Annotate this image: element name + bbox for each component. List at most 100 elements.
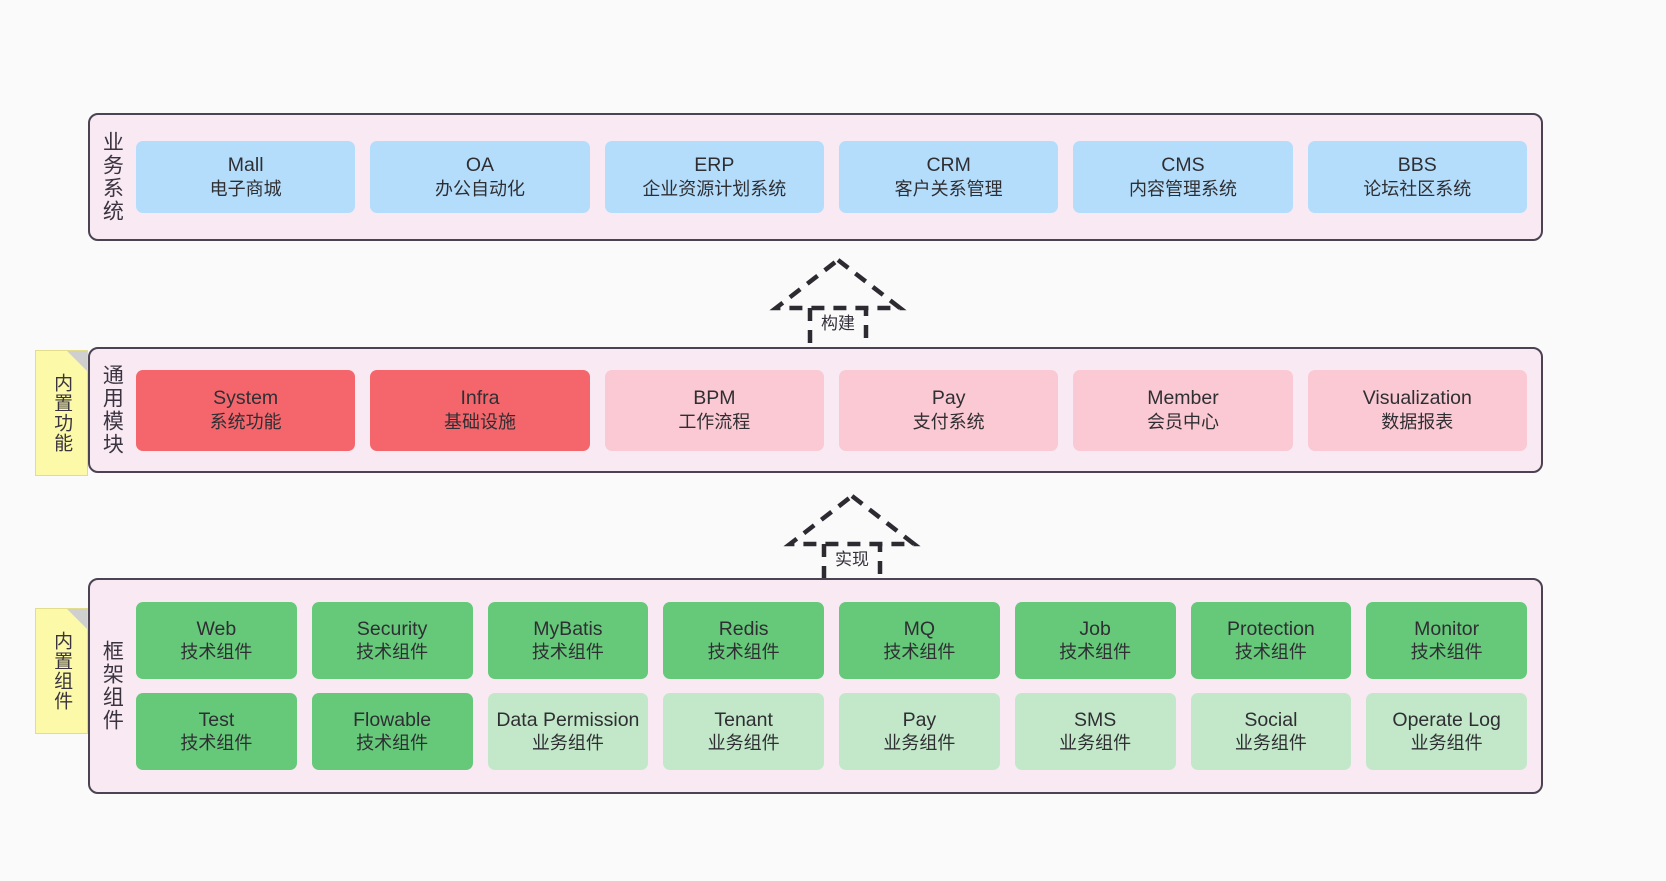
card-subtitle: 业务组件 [707,733,780,754]
card-protection[interactable]: Protection 技术组件 [1190,602,1352,679]
connector-build-label: 构建 [821,314,855,333]
card-title: Pay [902,708,937,731]
card-title: MyBatis [533,617,603,640]
card-subtitle: 技术组件 [1410,642,1483,663]
card-title: Mall [227,154,264,176]
card-subtitle: 支付系统 [912,411,985,432]
card-subtitle: 业务组件 [1234,733,1307,754]
card-member[interactable]: Member 会员中心 [1073,369,1293,451]
card-subtitle: 办公自动化 [434,178,525,199]
card-subtitle: 业务组件 [1059,733,1132,754]
card-subtitle: 企业资源计划系统 [642,178,787,199]
connector-build: 构建 [748,252,928,352]
sticky-note-builtin-components: 内置组件 [35,608,88,734]
card-subtitle: 业务组件 [1410,733,1483,754]
layer-common-module: 通用模块 System 系统功能 Infra 基础设施 BPM 工作流程 Pay… [88,347,1543,473]
card-title: Redis [718,617,769,640]
card-row: Mall 电子商城 OA 办公自动化 ERP 企业资源计划系统 CRM 客户关系… [136,141,1527,213]
card-title: System [213,387,279,409]
card-test[interactable]: Test 技术组件 [136,693,297,770]
card-security[interactable]: Security 技术组件 [311,602,473,679]
card-title: Tenant [714,708,773,731]
connector-realize-label: 实现 [835,550,869,569]
card-title: OA [465,154,495,176]
card-row: Test 技术组件 Flowable 技术组件 Data Permission … [136,693,1527,770]
card-title: Operate Log [1392,708,1501,731]
card-operate-log[interactable]: Operate Log 业务组件 [1366,693,1527,770]
card-row: Web 技术组件 Security 技术组件 MyBatis 技术组件 Redi… [136,602,1527,679]
card-tenant[interactable]: Tenant 业务组件 [663,693,824,770]
card-title: Test [198,708,235,731]
card-title: ERP [694,154,735,176]
card-subtitle: 技术组件 [356,642,429,663]
card-sms[interactable]: SMS 业务组件 [1014,693,1176,770]
layer-business-system: 业务系统 Mall 电子商城 OA 办公自动化 ERP 企业资源计划系统 CRM… [88,113,1543,241]
card-title: Data Permission [496,708,640,731]
card-crm[interactable]: CRM 客户关系管理 [838,141,1059,213]
card-social[interactable]: Social 业务组件 [1190,693,1352,770]
layer-framework-component-body: Web 技术组件 Security 技术组件 MyBatis 技术组件 Redi… [132,580,1541,792]
card-row: System 系统功能 Infra 基础设施 BPM 工作流程 Pay 支付系统… [136,369,1527,451]
card-subtitle: 客户关系管理 [894,178,1003,199]
card-subtitle: 技术组件 [356,733,429,754]
card-title: CRM [926,154,971,176]
card-web[interactable]: Web 技术组件 [136,602,297,679]
layer-framework-component-title: 框架组件 [100,640,124,732]
card-system[interactable]: System 系统功能 [136,369,356,451]
card-bbs[interactable]: BBS 论坛社区系统 [1307,141,1527,213]
card-subtitle: 技术组件 [707,642,780,663]
card-infra[interactable]: Infra 基础设施 [370,369,590,451]
card-subtitle: 技术组件 [180,642,253,663]
card-bpm[interactable]: BPM 工作流程 [604,369,824,451]
card-pay[interactable]: Pay 支付系统 [838,369,1059,451]
card-subtitle: 业务组件 [883,733,956,754]
card-title: SMS [1073,708,1117,731]
card-mq[interactable]: MQ 技术组件 [839,602,1000,679]
card-title: Infra [460,387,500,409]
card-title: CMS [1161,154,1205,176]
card-subtitle: 技术组件 [883,642,956,663]
card-subtitle: 电子商城 [209,178,282,199]
card-title: Visualization [1362,387,1472,409]
card-title: BPM [693,387,736,409]
layer-framework-component: 框架组件 Web 技术组件 Security 技术组件 MyBatis 技术组件… [88,578,1543,794]
card-subtitle: 技术组件 [1234,642,1307,663]
layer-common-module-title: 通用模块 [100,364,124,456]
dashed-generalization-arrow-icon [783,493,921,588]
card-mybatis[interactable]: MyBatis 技术组件 [487,602,649,679]
card-oa[interactable]: OA 办公自动化 [370,141,590,213]
card-title: MQ [903,617,936,640]
card-subtitle: 技术组件 [531,642,604,663]
card-subtitle: 论坛社区系统 [1363,178,1472,199]
card-visualization[interactable]: Visualization 数据报表 [1307,369,1527,451]
card-subtitle: 工作流程 [678,411,751,432]
card-subtitle: 技术组件 [180,733,253,754]
card-monitor[interactable]: Monitor 技术组件 [1366,602,1527,679]
layer-business-system-title: 业务系统 [100,131,124,223]
card-subtitle: 内容管理系统 [1128,178,1237,199]
card-title: Pay [931,387,966,409]
dashed-generalization-arrow-icon [769,257,907,352]
card-data-permission[interactable]: Data Permission 业务组件 [487,693,649,770]
card-title: Flowable [353,708,432,731]
card-title: Protection [1226,617,1315,640]
card-subtitle: 技术组件 [1059,642,1132,663]
card-subtitle: 数据报表 [1381,411,1454,432]
card-job[interactable]: Job 技术组件 [1014,602,1176,679]
layer-common-module-body: System 系统功能 Infra 基础设施 BPM 工作流程 Pay 支付系统… [132,349,1541,471]
card-pay-business[interactable]: Pay 业务组件 [839,693,1000,770]
card-subtitle: 系统功能 [209,411,282,432]
card-redis[interactable]: Redis 技术组件 [663,602,824,679]
card-subtitle: 会员中心 [1146,411,1219,432]
card-title: BBS [1397,154,1437,176]
card-title: Web [196,617,237,640]
card-title: Security [356,617,428,640]
connector-realize: 实现 [762,488,942,588]
sticky-note-builtin-features: 内置功能 [35,350,88,476]
card-flowable[interactable]: Flowable 技术组件 [311,693,473,770]
card-mall[interactable]: Mall 电子商城 [136,141,356,213]
card-title: Social [1244,708,1298,731]
card-title: Member [1147,387,1219,409]
card-erp[interactable]: ERP 企业资源计划系统 [604,141,824,213]
card-cms[interactable]: CMS 内容管理系统 [1073,141,1293,213]
